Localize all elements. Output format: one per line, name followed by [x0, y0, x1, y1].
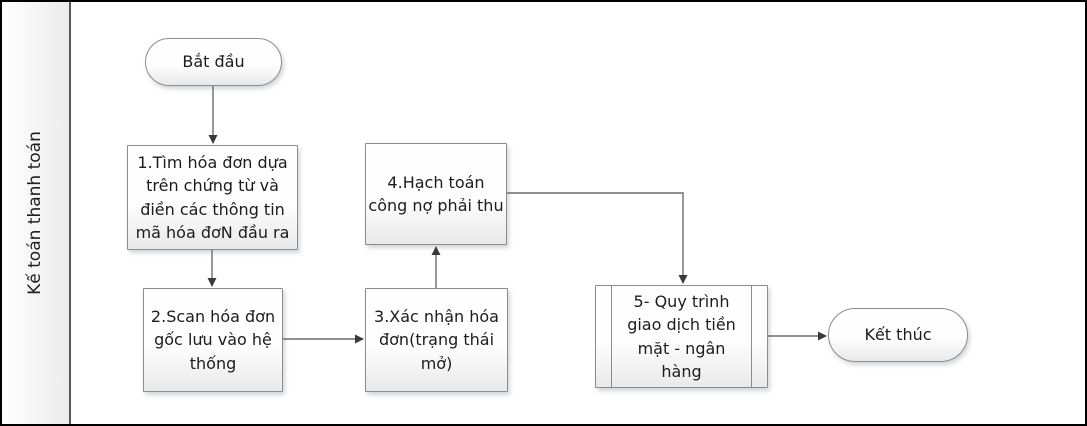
connector-step4-step5 [507, 192, 688, 284]
node-step5-cash-bank-subprocess: 5- Quy trình giao dịch tiền mặt - ngân h… [595, 285, 768, 388]
node-step4-post-receivable: 4.Hạch toán công nợ phải thu [365, 143, 507, 245]
predefined-process-bar-left [611, 286, 612, 387]
node-step2-label: 2.Scan hóa đơn gốc lưu vào hệ thống [150, 307, 276, 373]
node-end-label: Kết thúc [864, 325, 932, 345]
node-step1-label: 1.Tìm hóa đơn dựa trên chứng từ và điền … [135, 153, 290, 242]
node-step3-confirm-invoice: 3.Xác nhận hóa đơn(trạng thái mở) [365, 288, 508, 392]
node-end: Kết thúc [828, 308, 968, 362]
node-start: Bắt đầu [145, 38, 282, 86]
swimlane-accounting: Kế toán thanh toán [0, 0, 71, 426]
predefined-process-bar-right [751, 286, 752, 387]
node-start-label: Bắt đầu [182, 52, 245, 72]
node-step4-label: 4.Hạch toán công nợ phải thu [368, 172, 504, 215]
node-step5-label: 5- Quy trình giao dịch tiền mặt - ngân h… [627, 292, 736, 381]
node-step1-find-invoice: 1.Tìm hóa đơn dựa trên chứng từ và điền … [127, 145, 298, 250]
node-step3-label: 3.Xác nhận hóa đơn(trạng thái mở) [374, 307, 499, 373]
node-step2-scan-invoice: 2.Scan hóa đơn gốc lưu vào hệ thống [143, 288, 283, 392]
